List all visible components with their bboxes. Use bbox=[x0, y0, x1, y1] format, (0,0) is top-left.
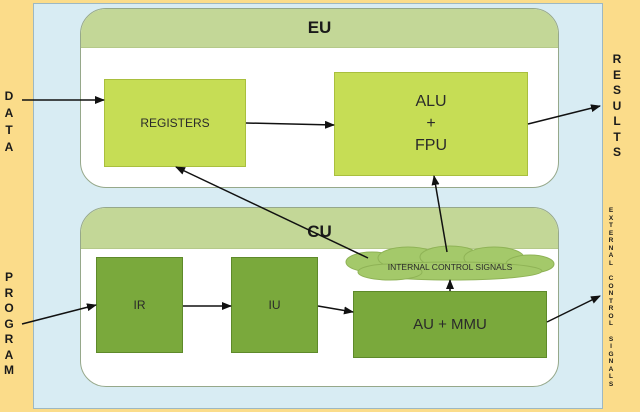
program-label: P R O G R A M bbox=[4, 270, 14, 377]
registers-label: REGISTERS bbox=[140, 116, 210, 130]
results-label: R E S U L T S bbox=[612, 52, 622, 159]
alu-fpu-block: ALU + FPU bbox=[334, 72, 528, 176]
ir-block: IR bbox=[96, 257, 183, 353]
internal-control-signals-label: INTERNAL CONTROL SIGNALS bbox=[387, 262, 513, 272]
registers-block: REGISTERS bbox=[104, 79, 246, 167]
ir-label: IR bbox=[133, 298, 146, 312]
iu-label: IU bbox=[268, 298, 281, 312]
execution-unit-title: EU bbox=[307, 18, 332, 37]
registers-to-alu-arrow bbox=[245, 120, 335, 129]
au-mmu-label: AU + MMU bbox=[413, 316, 487, 333]
iu-block: IU bbox=[231, 257, 318, 353]
fpu-label: FPU bbox=[415, 137, 447, 154]
program-input-arrow bbox=[21, 303, 97, 325]
control-to-registers-arrow bbox=[175, 166, 369, 259]
execution-unit-header: EU bbox=[81, 9, 558, 48]
alu-to-results-arrow bbox=[527, 104, 601, 125]
control-unit-header: CU bbox=[81, 208, 558, 249]
internal-control-signals-cloud bbox=[345, 245, 555, 281]
data-label: D A T A bbox=[4, 89, 14, 154]
alu-label: ALU bbox=[415, 93, 447, 110]
external-control-signals-label: E X T E R N A L C O N T R O L S I G N A … bbox=[608, 207, 614, 388]
control-to-alu-arrow bbox=[431, 175, 448, 253]
alu-plus-label: + bbox=[426, 115, 436, 132]
aummu-to-external-arrow bbox=[546, 295, 601, 323]
control-unit-title: CU bbox=[307, 222, 332, 241]
iu-to-aummu-arrow bbox=[317, 305, 354, 315]
au-mmu-block: AU + MMU bbox=[353, 291, 547, 358]
